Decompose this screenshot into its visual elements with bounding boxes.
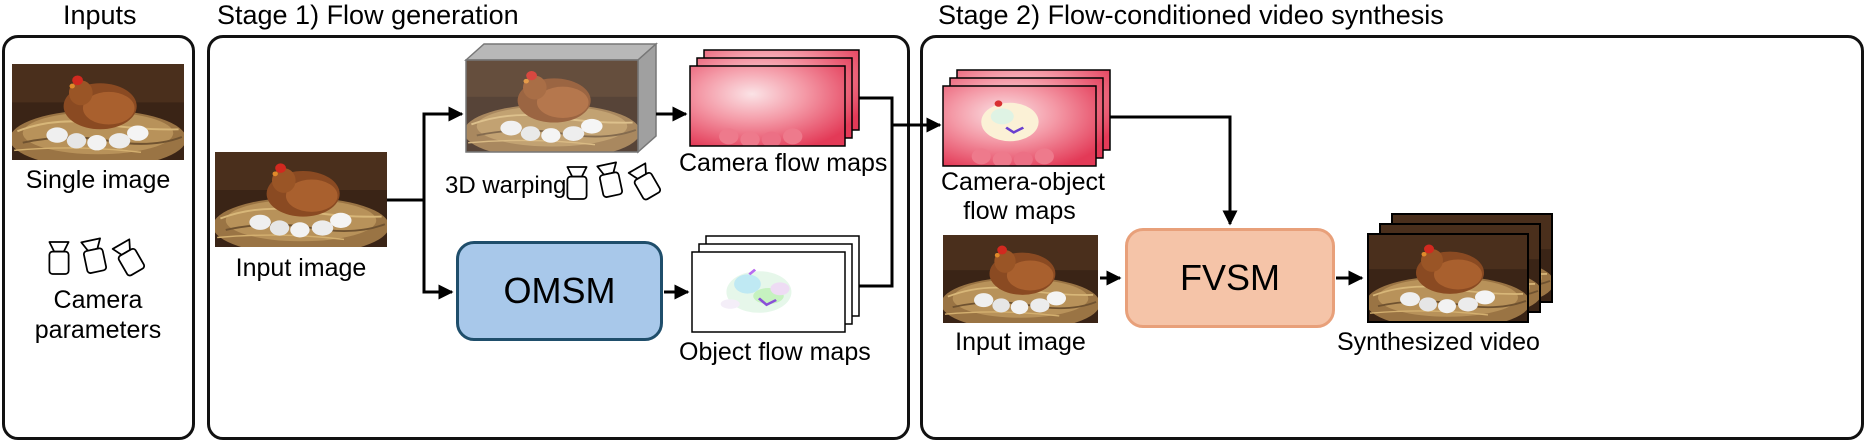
camera-flow-stack (689, 49, 860, 147)
synthesized-video-label: Synthesized video (1337, 328, 1540, 356)
warped-image-box (464, 42, 658, 154)
stage2-input-image-label: Input image (955, 328, 1086, 356)
camera-object-label-line1: Camera-object (941, 168, 1105, 196)
inputs-panel (2, 35, 195, 440)
stage1-header: Stage 1) Flow generation (217, 0, 519, 30)
stage2-header: Stage 2) Flow-conditioned video synthesi… (938, 0, 1444, 30)
object-flow-label: Object flow maps (679, 338, 871, 366)
fvsm-module: FVSM (1125, 228, 1335, 328)
stage1-input-image (215, 152, 387, 247)
stage2-panel (920, 35, 1864, 440)
omsm-label: OMSM (503, 270, 616, 311)
stage1-input-image-label: Input image (235, 254, 367, 282)
camera-object-flow-stack (942, 69, 1111, 167)
stage2-arrows (1100, 115, 1364, 286)
warping-camera-icons (566, 161, 663, 202)
warping-label: 3D warping (445, 172, 567, 199)
stage2-input-image (943, 235, 1098, 323)
stage1-panel (207, 35, 910, 440)
fvsm-label: FVSM (1179, 257, 1280, 298)
stage1-arrows (387, 96, 942, 300)
camera-object-label-line2: flow maps (963, 197, 1076, 225)
camera-flow-label: Camera flow maps (679, 149, 888, 177)
single-image-label: Single image (25, 166, 171, 194)
omsm-module: OMSM (456, 241, 663, 341)
input-single-image (12, 64, 184, 160)
camera-label-line1: Camera (53, 286, 143, 314)
object-flow-stack (691, 235, 860, 333)
camera-label-line2: parameters (34, 316, 162, 344)
synthesized-video-stack (1367, 213, 1553, 323)
inputs-header: Inputs (63, 0, 137, 30)
input-camera-icons (48, 237, 147, 278)
